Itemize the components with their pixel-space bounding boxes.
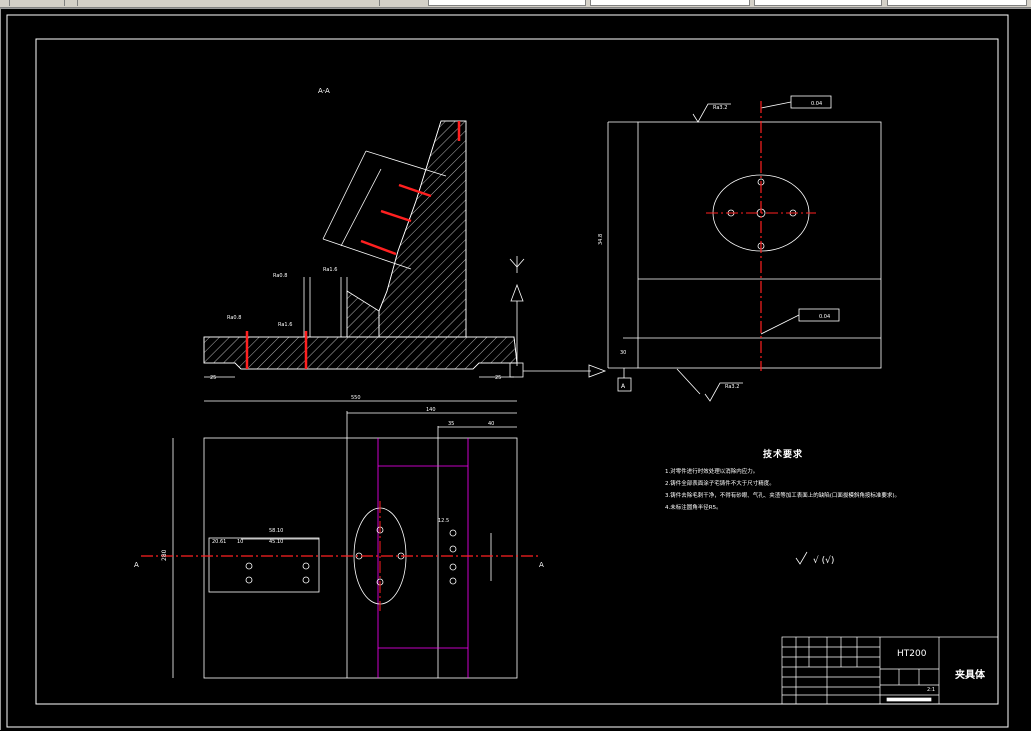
drawing-canvas[interactable]: A-A 25 25 Ra1.6 Ra1.6 Ra0.8 Ra0.8 (0, 8, 1031, 730)
svg-text:25: 25 (210, 375, 216, 381)
svg-text:Ra1.6: Ra1.6 (323, 267, 337, 273)
roughness-note-text: √ (√) (813, 555, 834, 566)
dim-45: 45.10 (269, 539, 283, 545)
title-block (781, 636, 999, 705)
datum-label: A (621, 383, 626, 390)
view-label-a-right: A (539, 561, 544, 569)
part-name: 夹具体 (955, 670, 985, 681)
plan-view (172, 400, 518, 679)
roughness-note (795, 551, 808, 565)
section-view (203, 120, 524, 378)
y-axis-arrow (509, 256, 607, 378)
dim-40: 40 (488, 421, 494, 427)
material: HT200 (897, 649, 927, 659)
tech-req-line-4: 4.未标注圆角半径R5。 (665, 505, 722, 511)
tolerance-1: 0.04 (811, 101, 822, 107)
side-view (607, 95, 882, 402)
roughness-bottom: Ra3.2 (725, 384, 739, 390)
cad-toolbar (0, 0, 1031, 8)
tech-req-line-1: 1.对零件进行时效处理以消除内应力。 (665, 469, 759, 475)
toolbar-button[interactable] (0, 0, 10, 6)
tech-req-line-3: 3.铸件去除毛刺干净，不得有砂眼、气孔、夹渣等加工表面上的缺陷(口面拔模斜角按标… (665, 493, 901, 499)
svg-text:Ra1.6: Ra1.6 (278, 322, 292, 328)
dim-30: 30 (620, 350, 626, 356)
dim-12: 12.5 (438, 518, 449, 524)
inner-border (35, 38, 999, 705)
svg-text:25: 25 (495, 375, 501, 381)
dim-58: 58.10 (269, 528, 283, 534)
lineweight-dropdown[interactable] (887, 0, 1027, 6)
outer-border (6, 14, 1009, 728)
toolbar-button[interactable] (68, 0, 78, 6)
svg-text:Ra0.8: Ra0.8 (227, 315, 241, 321)
dim-overall-width: 550 (351, 395, 361, 401)
tech-requirements-title: 技术要求 (763, 450, 804, 460)
dim-34: 34.8 (598, 234, 604, 245)
linetype-dropdown[interactable] (754, 0, 882, 6)
toolbar-button[interactable] (370, 0, 380, 6)
tolerance-2: 0.04 (819, 314, 830, 320)
layer-dropdown[interactable] (428, 0, 586, 6)
dim-10: 10 (237, 539, 243, 545)
dim-21: 20.61 (212, 539, 226, 545)
tech-req-line-2: 2.铸件全部表面涂子宅铸件不大于尺寸精度。 (665, 481, 775, 487)
color-dropdown[interactable] (590, 0, 750, 6)
section-label: A-A (318, 87, 330, 95)
roughness-top: Ra3.2 (713, 105, 727, 111)
svg-text:Ra0.8: Ra0.8 (273, 273, 287, 279)
drawing-svg: A-A 25 25 Ra1.6 Ra1.6 Ra0.8 Ra0.8 (6, 14, 1009, 728)
dim-35: 35 (448, 421, 454, 427)
view-label-a-left: A (134, 561, 139, 569)
toolbar-button[interactable] (55, 0, 65, 6)
dim-140: 140 (426, 407, 436, 413)
dim-280: 280 (161, 549, 168, 561)
scale: 2:1 (927, 687, 935, 693)
